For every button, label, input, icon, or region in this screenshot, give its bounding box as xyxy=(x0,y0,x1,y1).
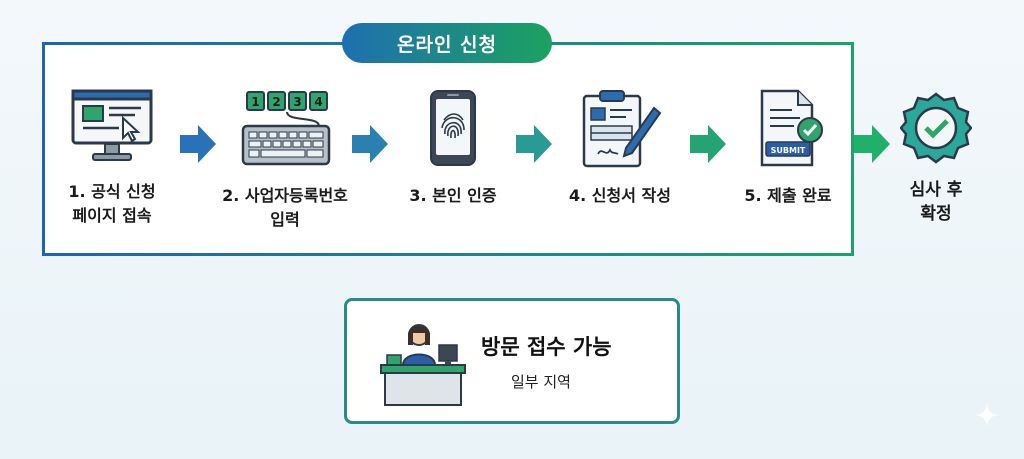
step-5-label: 5. 제출 완료 xyxy=(744,186,832,205)
sparkle-icon xyxy=(975,403,999,427)
clipboard-pen-icon xyxy=(582,90,662,168)
key-4: 4 xyxy=(314,95,322,109)
keyboard-icon: 1 2 3 4 xyxy=(241,91,331,166)
final-step: 심사 후 확정 xyxy=(888,92,984,226)
step-3-label: 3. 본인 인증 xyxy=(409,186,497,205)
visit-subtitle: 일부 지역 xyxy=(511,373,571,391)
arrow-right-icon xyxy=(690,125,726,163)
online-application-title: 온라인 신청 xyxy=(342,23,552,63)
reception-desk-icon xyxy=(380,324,466,406)
step-5: SUBMIT 5. 제출 완료 xyxy=(728,88,848,208)
web-page-icon xyxy=(71,89,153,161)
submit-badge: SUBMIT xyxy=(771,146,806,155)
fingerprint-phone-icon xyxy=(430,90,476,166)
check-badge-icon xyxy=(899,92,973,164)
step-1-label: 1. 공식 신청 페이지 접속 xyxy=(68,182,156,225)
step-1: 1. 공식 신청 페이지 접속 xyxy=(52,88,172,228)
key-2: 2 xyxy=(272,95,280,109)
final-step-label: 심사 후 확정 xyxy=(909,180,963,224)
visit-title: 방문 접수 가능 xyxy=(481,335,612,359)
arrow-right-icon xyxy=(180,125,216,163)
submit-document-icon: SUBMIT xyxy=(760,89,823,167)
visit-application-box: 방문 접수 가능 일부 지역 xyxy=(344,298,680,424)
key-1: 1 xyxy=(251,95,259,109)
step-2: 1 2 3 4 2. 사업자등록번호 입력 xyxy=(200,88,370,232)
step-2-label: 2. 사업자등록번호 입력 xyxy=(222,186,348,229)
arrow-right-icon xyxy=(516,125,552,163)
arrow-right-icon xyxy=(854,125,890,163)
step-4-label: 4. 신청서 작성 xyxy=(569,186,671,205)
step-4: 4. 신청서 작성 xyxy=(555,88,685,208)
step-3: 3. 본인 인증 xyxy=(398,88,508,208)
key-3: 3 xyxy=(293,95,301,109)
arrow-right-icon xyxy=(352,125,388,163)
